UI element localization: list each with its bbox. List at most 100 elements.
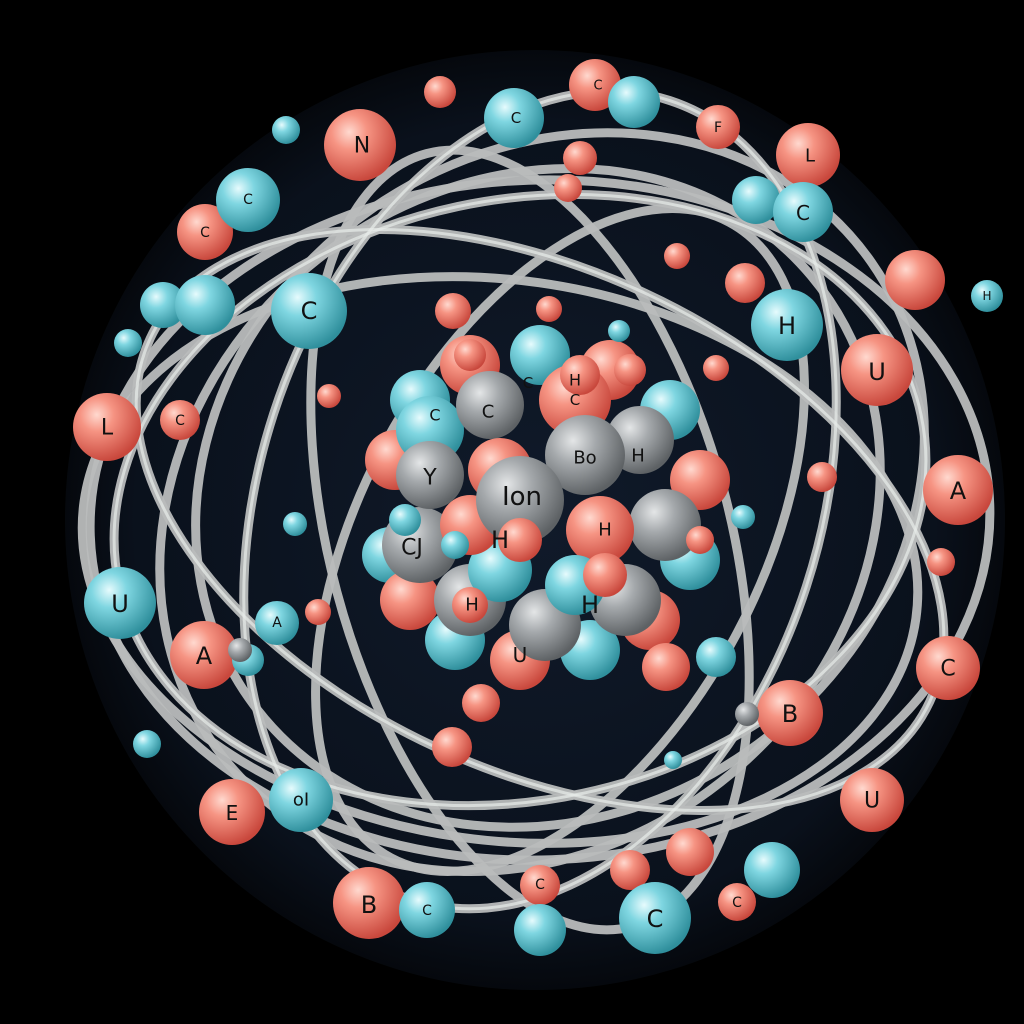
atom-label: C (535, 877, 545, 893)
atom-label: B (361, 891, 377, 919)
nucleus-particle (454, 339, 486, 371)
atom-sphere (703, 355, 729, 381)
atom-sphere (840, 768, 904, 832)
atom-label: C (570, 391, 580, 409)
atom-sphere (696, 105, 740, 149)
atom-label: U (868, 358, 886, 386)
atom-label: H (581, 591, 599, 619)
atom-sphere (170, 621, 238, 689)
atom-label: H (465, 595, 479, 616)
atom-sphere (283, 512, 307, 536)
atom-sphere (773, 182, 833, 242)
atom-sphere (84, 567, 156, 639)
atom-sphere (563, 141, 597, 175)
atom-sphere (664, 243, 690, 269)
atom-label: C (422, 903, 432, 919)
nucleus-particle (452, 587, 488, 623)
nucleus-label: Ion (502, 482, 542, 512)
atom-sphere (776, 123, 840, 187)
nucleus-particle (456, 371, 524, 439)
atom-label: C (200, 225, 210, 241)
atom-label: C (482, 402, 495, 423)
atom-sphere (424, 76, 456, 108)
atom-sphere (255, 601, 299, 645)
atom-sphere (271, 273, 347, 349)
atom-label: H (598, 520, 612, 541)
atom-label: N (354, 134, 370, 159)
nucleus-particle (670, 450, 730, 510)
atom-label: C (732, 895, 742, 911)
atom-label: C (647, 905, 664, 933)
atom-label: C (243, 192, 253, 208)
atom-label: A (950, 477, 967, 505)
atom-sphere (757, 680, 823, 746)
atom-sphere (841, 334, 913, 406)
nucleus-particle (396, 441, 464, 509)
nucleus-particle (380, 570, 440, 630)
atom-sphere (272, 116, 300, 144)
atom-label: C (511, 109, 521, 127)
atom-label: H (569, 371, 581, 390)
atom-sphere (305, 599, 331, 625)
atom-label: C (175, 413, 185, 429)
atom-sphere (269, 768, 333, 832)
atom-label: H (778, 312, 796, 340)
atom-label: L (805, 146, 815, 167)
atom-sphere (399, 882, 455, 938)
atom-sphere (114, 329, 142, 357)
atom-sphere (642, 643, 690, 691)
atom-label: L (101, 416, 114, 441)
atom-sphere (927, 548, 955, 576)
atom-sphere (199, 779, 265, 845)
atom-sphere (923, 455, 993, 525)
atom-sphere (885, 250, 945, 310)
atom-sphere (807, 462, 837, 492)
atom-sphere (696, 637, 736, 677)
atom-sphere (554, 174, 582, 202)
atom-sphere (175, 275, 235, 335)
atom-label: C (796, 201, 810, 225)
atom-sphere (160, 400, 200, 440)
atom-sphere (140, 282, 186, 328)
atom-label: E (226, 801, 239, 825)
atom-sphere (751, 289, 823, 361)
atom-sphere (608, 76, 660, 128)
atom-sphere (731, 505, 755, 529)
atom-sphere (666, 828, 714, 876)
atom-sphere (732, 176, 780, 224)
nucleus-particle (545, 415, 625, 495)
orbit-atoms (73, 59, 1003, 956)
atom-label: B (782, 700, 798, 728)
nucleus-particle (510, 325, 570, 385)
atom-label: H (491, 526, 509, 554)
atom-label: C (940, 657, 955, 682)
atom-sphere (718, 883, 756, 921)
atom-sphere (435, 293, 471, 329)
atom-sphere (324, 109, 396, 181)
atom-label: CJ (401, 536, 423, 561)
atom-label: oI (293, 790, 309, 811)
atom-sphere (484, 88, 544, 148)
atom-sphere (569, 59, 621, 111)
atom-sphere (664, 751, 682, 769)
atom-label: C (429, 406, 440, 425)
nucleus-particle (629, 489, 701, 561)
atom-sphere (520, 865, 560, 905)
atom-sphere (177, 204, 233, 260)
atom-sphere (916, 636, 980, 700)
atom-sphere (333, 867, 405, 939)
nucleus-particle (498, 518, 542, 562)
atom-label: U (513, 643, 528, 667)
nucleus-particle (686, 526, 714, 554)
atom-sphere (73, 393, 141, 461)
atom-labels: N C C F L C C C C H U H L C U A U A C B … (101, 79, 992, 934)
atom-sphere (228, 638, 252, 662)
nucleus-cluster (362, 325, 730, 690)
nucleus-particle (476, 456, 564, 544)
nucleus-particle (566, 496, 634, 564)
nucleus-particle (389, 504, 421, 536)
atom-label: C (301, 297, 318, 325)
atom-sphere (462, 684, 500, 722)
atom-label: U (111, 590, 129, 618)
atom-label: A (272, 615, 282, 631)
